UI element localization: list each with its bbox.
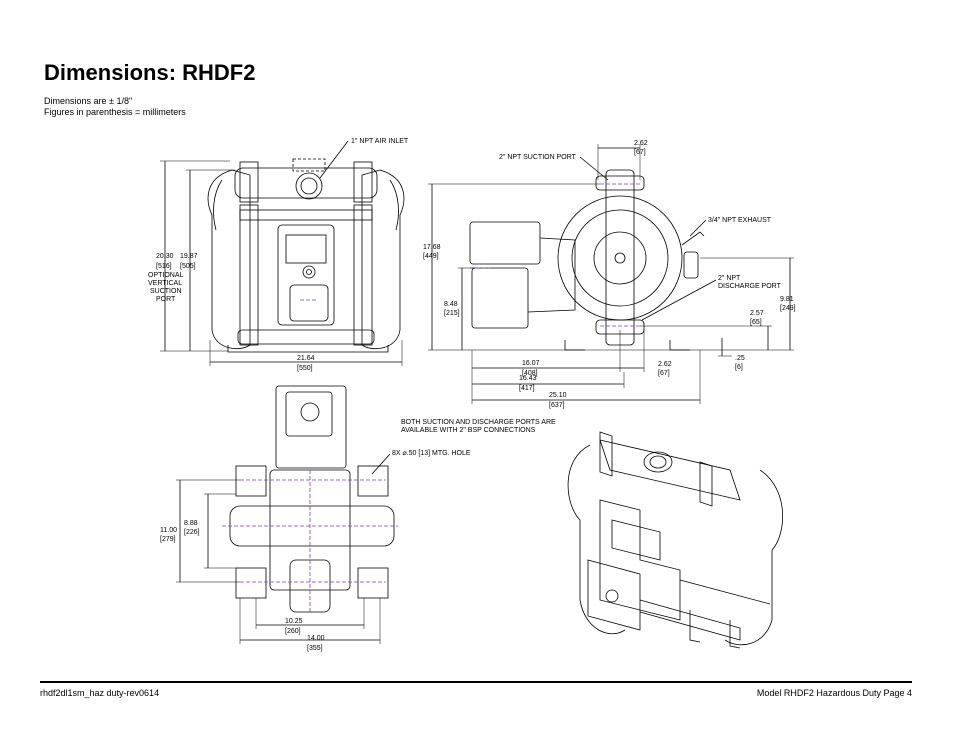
depth-outer-value: 11.00 [160,527,177,534]
air-inlet-label: 1" NPT AIR INLET [351,138,409,145]
page-title: Dimensions: RHDF2 [44,60,256,85]
height-top-value: 17.68 [423,244,441,251]
len-b-mm: [417] [519,385,535,392]
discharge-leader [641,279,717,321]
width-inner-value: 10.25 [285,618,303,625]
width-outer-mm: [355] [307,645,323,652]
side-chamber-outer [557,195,683,321]
height-port-mm: [505] [180,263,196,270]
mount-bracket-tr [357,465,389,497]
height-low-mm: [65] [750,319,762,326]
top-air-valve [275,385,347,469]
height-discharge-mm: [249] [780,305,796,312]
iso-center-section [599,499,681,621]
len-total-mm: [637] [549,402,565,409]
mount-bracket-tl [235,465,267,497]
depth-inner-mm: [226] [184,529,200,536]
height-discharge-value: 9.81 [780,296,794,303]
depth-inner-value: 8.88 [184,520,198,527]
depth-outer-mm: [279] [160,536,176,543]
air-valve-block [469,221,541,265]
width-outer-value: 14.00 [307,635,325,642]
side-view [428,144,794,404]
front-view [160,140,405,366]
center-section [277,224,335,326]
foot-mm: [6] [735,364,743,371]
left-chamber [207,169,251,350]
len-total-value: 25.10 [549,392,567,399]
height-port-value: 19.87 [180,253,198,260]
top-manifold [234,167,378,199]
isometric-view [567,431,784,649]
discharge-offset-value: 2.62 [658,361,672,368]
len-a-value: 16.07 [522,360,540,367]
exhaust-leader [689,219,707,237]
footer-doc-id: rhdf2dl1sm_haz duty-rev0614 [40,688,160,698]
height-total-value: 20.30 [156,253,174,260]
len-a-mm: [408] [522,370,538,377]
top-view [176,385,398,644]
height-mid-mm: [215] [444,310,460,317]
exhaust-port [681,231,705,246]
iso-left-chamber [567,444,626,635]
mount-bracket-br [357,567,389,599]
air-inlet-port [295,172,323,200]
foot-value: .25 [735,355,745,362]
optional-label-1: OPTIONAL [148,272,184,279]
optional-port-outline [292,158,326,172]
width-mm: [550] [297,365,313,372]
exhaust-label: 3/4" NPT EXHAUST [708,217,772,224]
suction-port-label: 2" NPT SUCTION PORT [499,154,577,161]
discharge-label-1: 2" NPT [718,275,741,282]
units-note: Figures in parenthesis = millimeters [44,107,186,117]
iso-air-valve [587,559,641,631]
optional-label-2: VERTICAL [148,280,182,287]
tolerance-note: Dimensions are ± 1/8" [44,96,133,106]
air-inlet-leader [319,140,349,179]
discharge-offset-mm: [67] [658,370,670,377]
suction-offset-value: 2.62 [634,140,648,147]
suction-port-leader [579,156,609,181]
footer-page-label: Model RHDF2 Hazardous Duty Page 4 [756,688,912,698]
mount-hole-leader [371,453,391,475]
bsp-note-2: AVAILABLE WITH 2" BSP CONNECTIONS [401,427,536,434]
mount-bracket-bl [235,567,267,599]
iso-top-manifold [599,439,741,501]
right-chamber [361,169,405,350]
width-value: 21.64 [297,355,315,362]
height-low-value: 2.57 [750,310,764,317]
width-inner-mm: [260] [285,628,301,635]
len-b-value: 16.43 [519,375,537,382]
bottom-manifold [237,329,375,345]
height-total-mm: [516] [156,263,172,270]
optional-label-3: SUCTION [150,288,182,295]
height-mid-value: 8.48 [444,301,458,308]
iso-right-chamber [724,469,784,646]
optional-label-4: PORT [156,296,176,303]
suction-offset-mm: [67] [634,149,646,156]
discharge-label-2: DISCHARGE PORT [718,283,782,290]
mount-hole-label: 8X ⌀.50 [13] MTG. HOLE [392,450,471,457]
bsp-note-1: BOTH SUCTION AND DISCHARGE PORTS ARE [401,419,556,426]
footer-divider [40,681,912,683]
height-top-mm: [449] [423,253,439,260]
